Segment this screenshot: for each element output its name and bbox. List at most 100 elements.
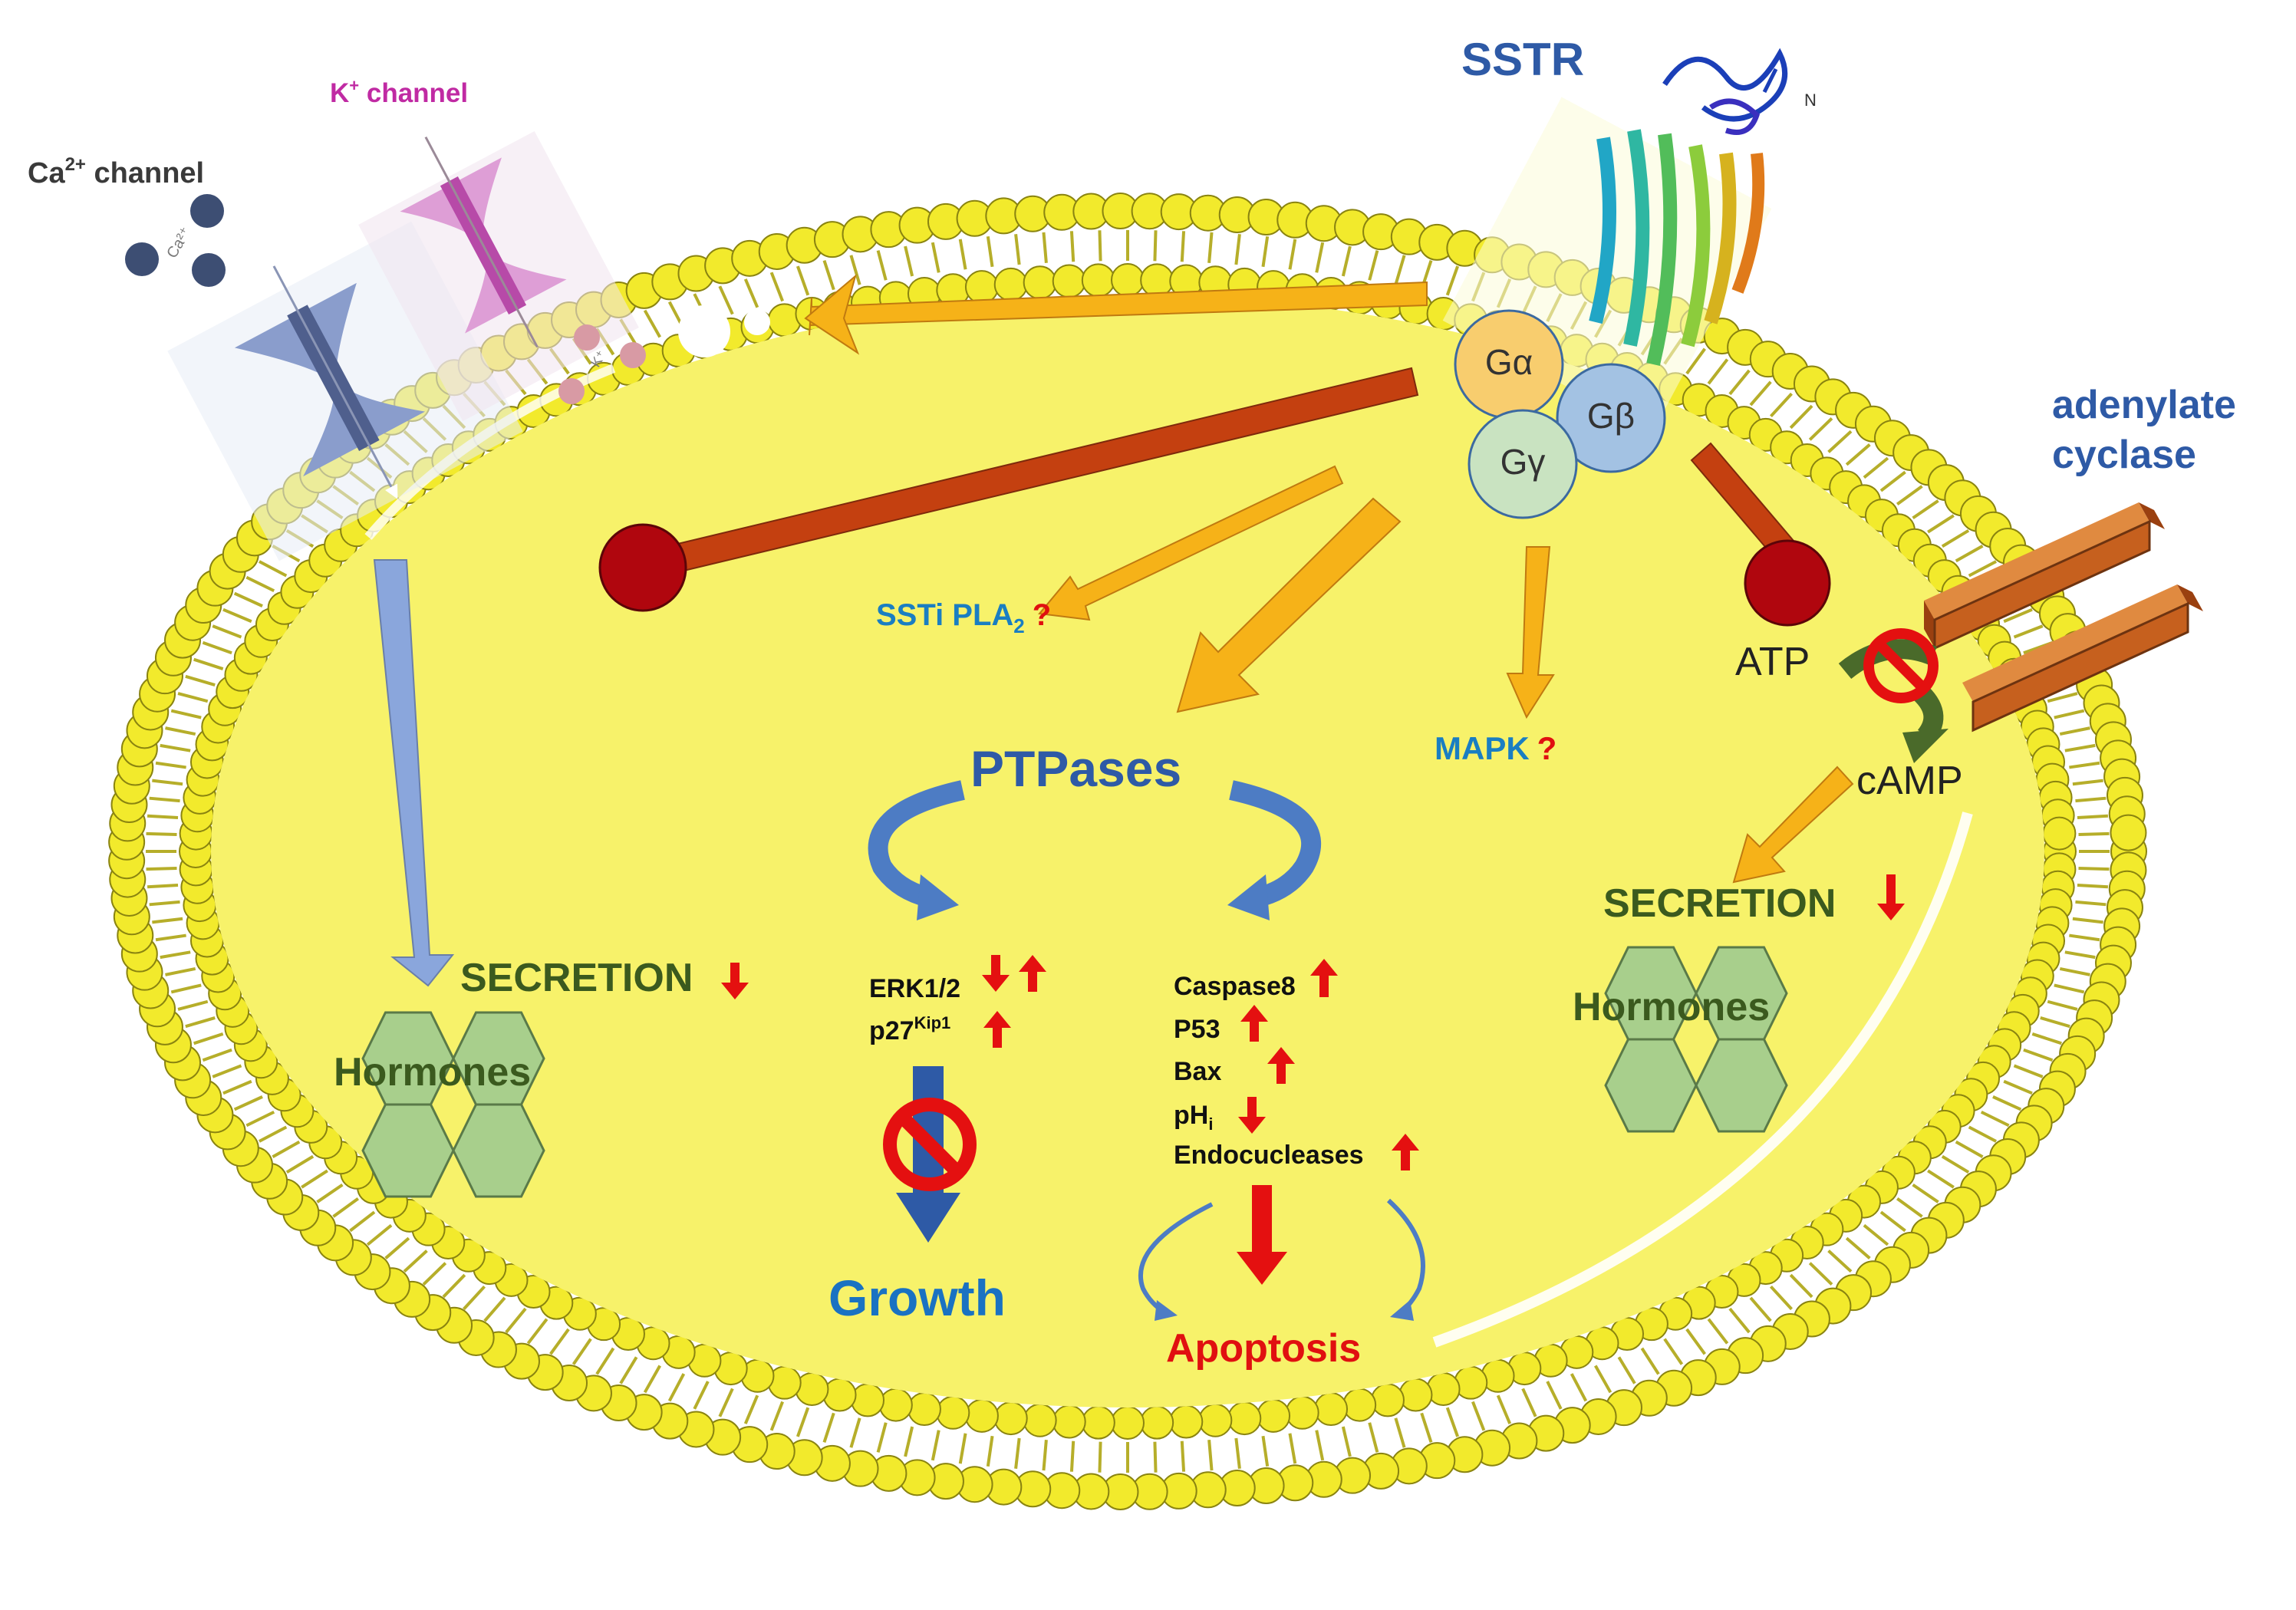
cytoplasm-highlight <box>1432 812 1973 1348</box>
hormone-hexagon <box>1695 1038 1788 1133</box>
lipid-tail <box>165 726 196 736</box>
lipid-tail <box>147 883 179 889</box>
g-protein: Gα Gβ Gγ <box>1454 309 1666 519</box>
lipid-tail <box>2064 950 2096 960</box>
g-beta <box>1556 363 1666 473</box>
lipid-tail <box>1014 1437 1021 1469</box>
lipid-tail <box>160 950 191 960</box>
lipid-tail <box>285 1154 315 1174</box>
lipid-tail <box>1896 1197 1923 1218</box>
lipid-tail <box>272 1140 301 1159</box>
lipid-tail <box>505 1307 527 1334</box>
lipid-head <box>1023 1403 1057 1437</box>
lipid-tail <box>1069 231 1076 262</box>
lipid-tail <box>1341 1426 1352 1457</box>
growth-label: Growth <box>828 1269 1006 1326</box>
lipid-tail <box>931 1430 940 1461</box>
svg-text:N: N <box>1804 91 1817 110</box>
lipid-tail <box>155 761 186 769</box>
lipid-head <box>907 1392 941 1427</box>
lipid-tail <box>849 255 861 285</box>
lipid-head <box>1081 1405 1115 1440</box>
lipid-tail <box>202 1048 232 1062</box>
lipid-tail <box>986 1435 994 1467</box>
lipid-tail <box>165 966 196 976</box>
lipid-tail <box>463 1285 486 1311</box>
lipid-tail <box>796 265 810 296</box>
lipid-tail <box>1180 1440 1186 1472</box>
lipid-head <box>1227 1401 1262 1436</box>
lipid-tail <box>2064 743 2096 752</box>
lipid-tail <box>1769 1285 1793 1311</box>
lipid-tail <box>349 1210 376 1233</box>
hormone-hexagon <box>361 1103 455 1198</box>
lipid-head <box>1169 1404 1204 1439</box>
lipid-head <box>851 1383 885 1417</box>
lipid-tail <box>422 1262 447 1286</box>
lipid-head <box>1314 1392 1349 1427</box>
lipid-tail <box>1927 514 1955 534</box>
prohibition-sign-icon <box>883 1098 977 1191</box>
lipid-tail <box>1394 1417 1406 1448</box>
lipid-tail <box>904 1426 914 1457</box>
bax-label: Bax <box>1174 1057 1221 1086</box>
lipid-tail <box>149 900 180 907</box>
lipid-tail <box>958 239 967 270</box>
bubble <box>744 309 770 335</box>
k-channel-axis <box>424 137 539 348</box>
lipid-tail <box>849 1417 861 1448</box>
lipid-tail <box>185 674 216 686</box>
lipid-tail <box>1728 369 1751 396</box>
lipid-tail <box>1445 1407 1460 1437</box>
lipid-tail <box>258 560 288 578</box>
lipid-tail <box>1207 232 1214 263</box>
lipid-tail <box>1707 1318 1729 1345</box>
ptpases-curve-right-head <box>1227 874 1270 920</box>
lipid-tail <box>1955 1140 1984 1159</box>
lipid-tail <box>152 917 183 924</box>
lipid-tail <box>1808 417 1833 441</box>
lipid-head <box>964 1398 999 1433</box>
lipid-tail <box>2078 866 2110 871</box>
red-down-arrow-icon <box>1877 874 1905 920</box>
red-down-arrow-icon <box>721 963 749 999</box>
lipid-tail <box>233 1095 263 1111</box>
lipid-tail <box>549 1328 570 1355</box>
lipid-tail <box>718 285 734 315</box>
lipid-tail <box>1315 242 1325 273</box>
secretion-left-label: SECRETION <box>460 956 693 1000</box>
lipid-tail <box>822 1412 835 1443</box>
lipid-tail <box>2075 900 2107 907</box>
protein-ribbon-icon: N <box>1589 48 1817 367</box>
lipid-tail <box>212 1064 242 1078</box>
lipid-tail <box>332 1197 359 1218</box>
bubble <box>678 305 730 357</box>
lipid-tail <box>1420 1412 1433 1443</box>
lipid-tail <box>2078 831 2110 837</box>
lipid-head <box>1111 1406 1145 1440</box>
lipid-tail <box>572 1338 592 1365</box>
arrow-channels-hormones <box>373 559 455 987</box>
lipid-head <box>2110 814 2147 851</box>
lipid-tail <box>1789 404 1813 430</box>
lipid-tail <box>301 1169 328 1189</box>
lipid-tail <box>177 692 209 703</box>
hormones-left-label: Hormones <box>334 1050 531 1095</box>
lipid-tail <box>822 260 835 291</box>
lipid-tail <box>384 1236 410 1259</box>
lipid-head <box>993 1401 1028 1436</box>
sstr-label: SSTR <box>1461 34 1584 85</box>
lipid-tail <box>1663 1338 1684 1365</box>
lipid-tail <box>316 1183 344 1203</box>
lipid-tail <box>258 1125 288 1143</box>
lipid-tail <box>1827 1249 1853 1273</box>
lipid-head <box>1426 1371 1461 1406</box>
lipid-tail <box>2054 983 2085 994</box>
lipid-tail <box>1261 1435 1270 1467</box>
arrow-to-channels <box>809 281 1428 336</box>
red-up-arrow-icon <box>1392 1134 1419 1170</box>
red-arrows <box>721 874 1905 1170</box>
lipid-tail <box>619 1356 638 1384</box>
lipid-tail <box>2054 709 2085 719</box>
lipid-head <box>1140 263 1174 298</box>
